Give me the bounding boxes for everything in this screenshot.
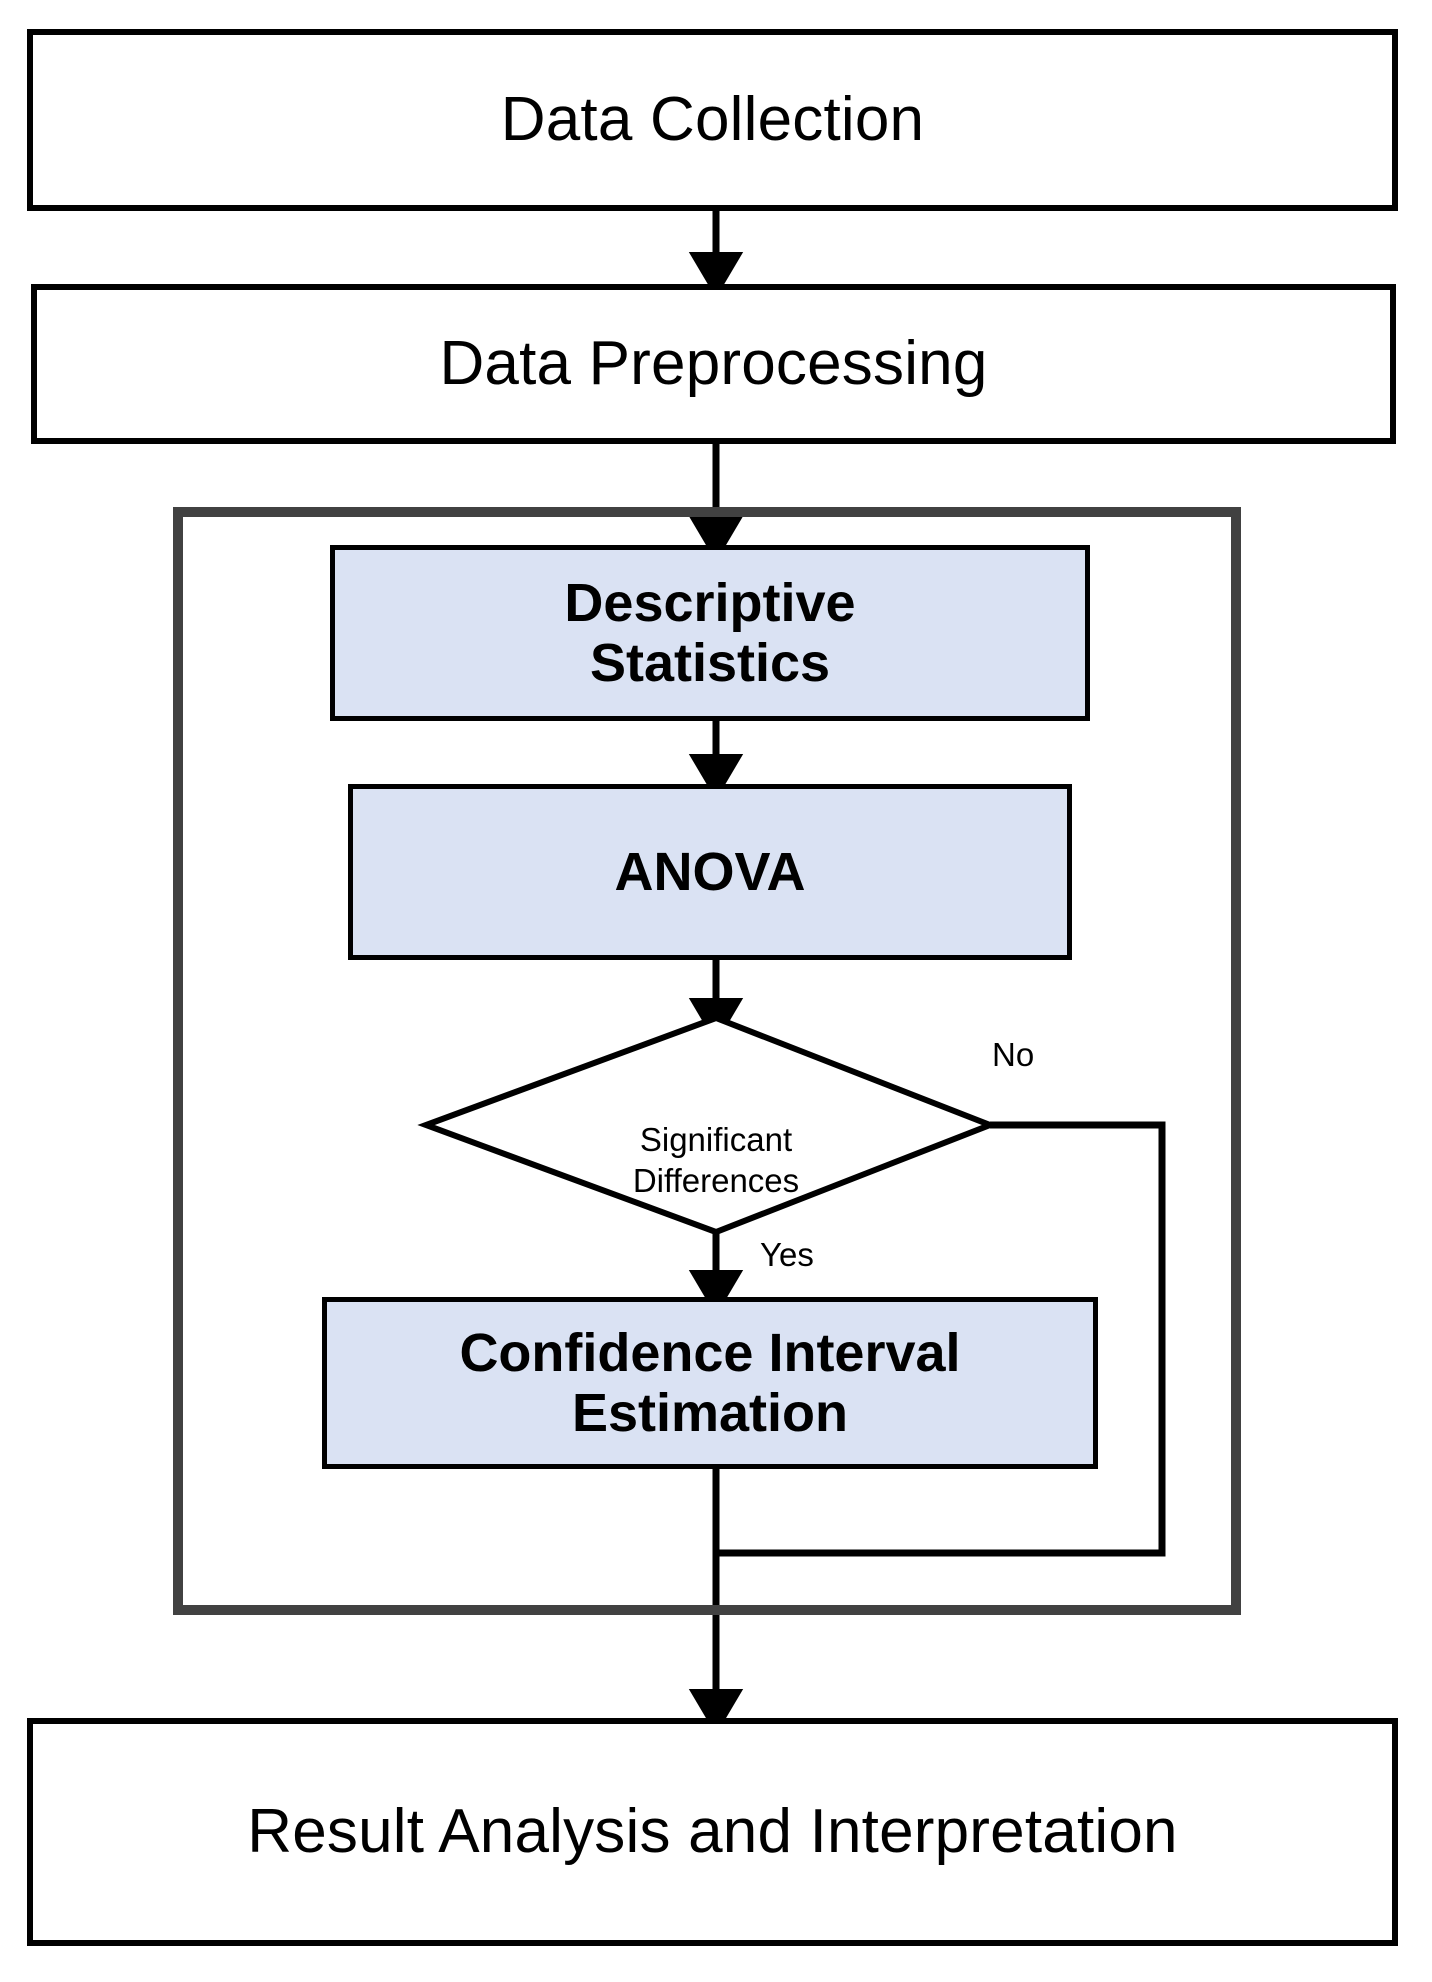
edge-label-no: No xyxy=(992,1036,1034,1074)
node-confidence-interval-estimation[interactable]: Confidence Interval Estimation xyxy=(322,1297,1098,1469)
node-data-preprocessing[interactable]: Data Preprocessing xyxy=(31,284,1396,444)
node-confidence-interval-estimation-label: Confidence Interval Estimation xyxy=(459,1322,961,1443)
node-descriptive-statistics-label: Descriptive Statistics xyxy=(564,572,856,693)
node-anova[interactable]: ANOVA xyxy=(348,784,1072,960)
node-data-preprocessing-label: Data Preprocessing xyxy=(439,329,988,399)
edge-label-yes: Yes xyxy=(760,1236,814,1274)
edge-label-no-text: No xyxy=(992,1036,1035,1073)
node-data-collection[interactable]: Data Collection xyxy=(27,29,1398,211)
node-result-analysis-label: Result Analysis and Interpretation xyxy=(247,1797,1178,1867)
node-data-collection-label: Data Collection xyxy=(500,85,925,155)
node-result-analysis[interactable]: Result Analysis and Interpretation xyxy=(27,1718,1398,1946)
decision-label-significant-differences: Significant Differences xyxy=(566,1080,866,1201)
edge-label-yes-text: Yes xyxy=(760,1236,814,1273)
node-descriptive-statistics[interactable]: Descriptive Statistics xyxy=(330,545,1090,721)
decision-label-text: Significant Differences xyxy=(632,1121,800,1199)
statistical-analysis-group xyxy=(173,507,1241,1615)
node-anova-label: ANOVA xyxy=(614,841,806,902)
